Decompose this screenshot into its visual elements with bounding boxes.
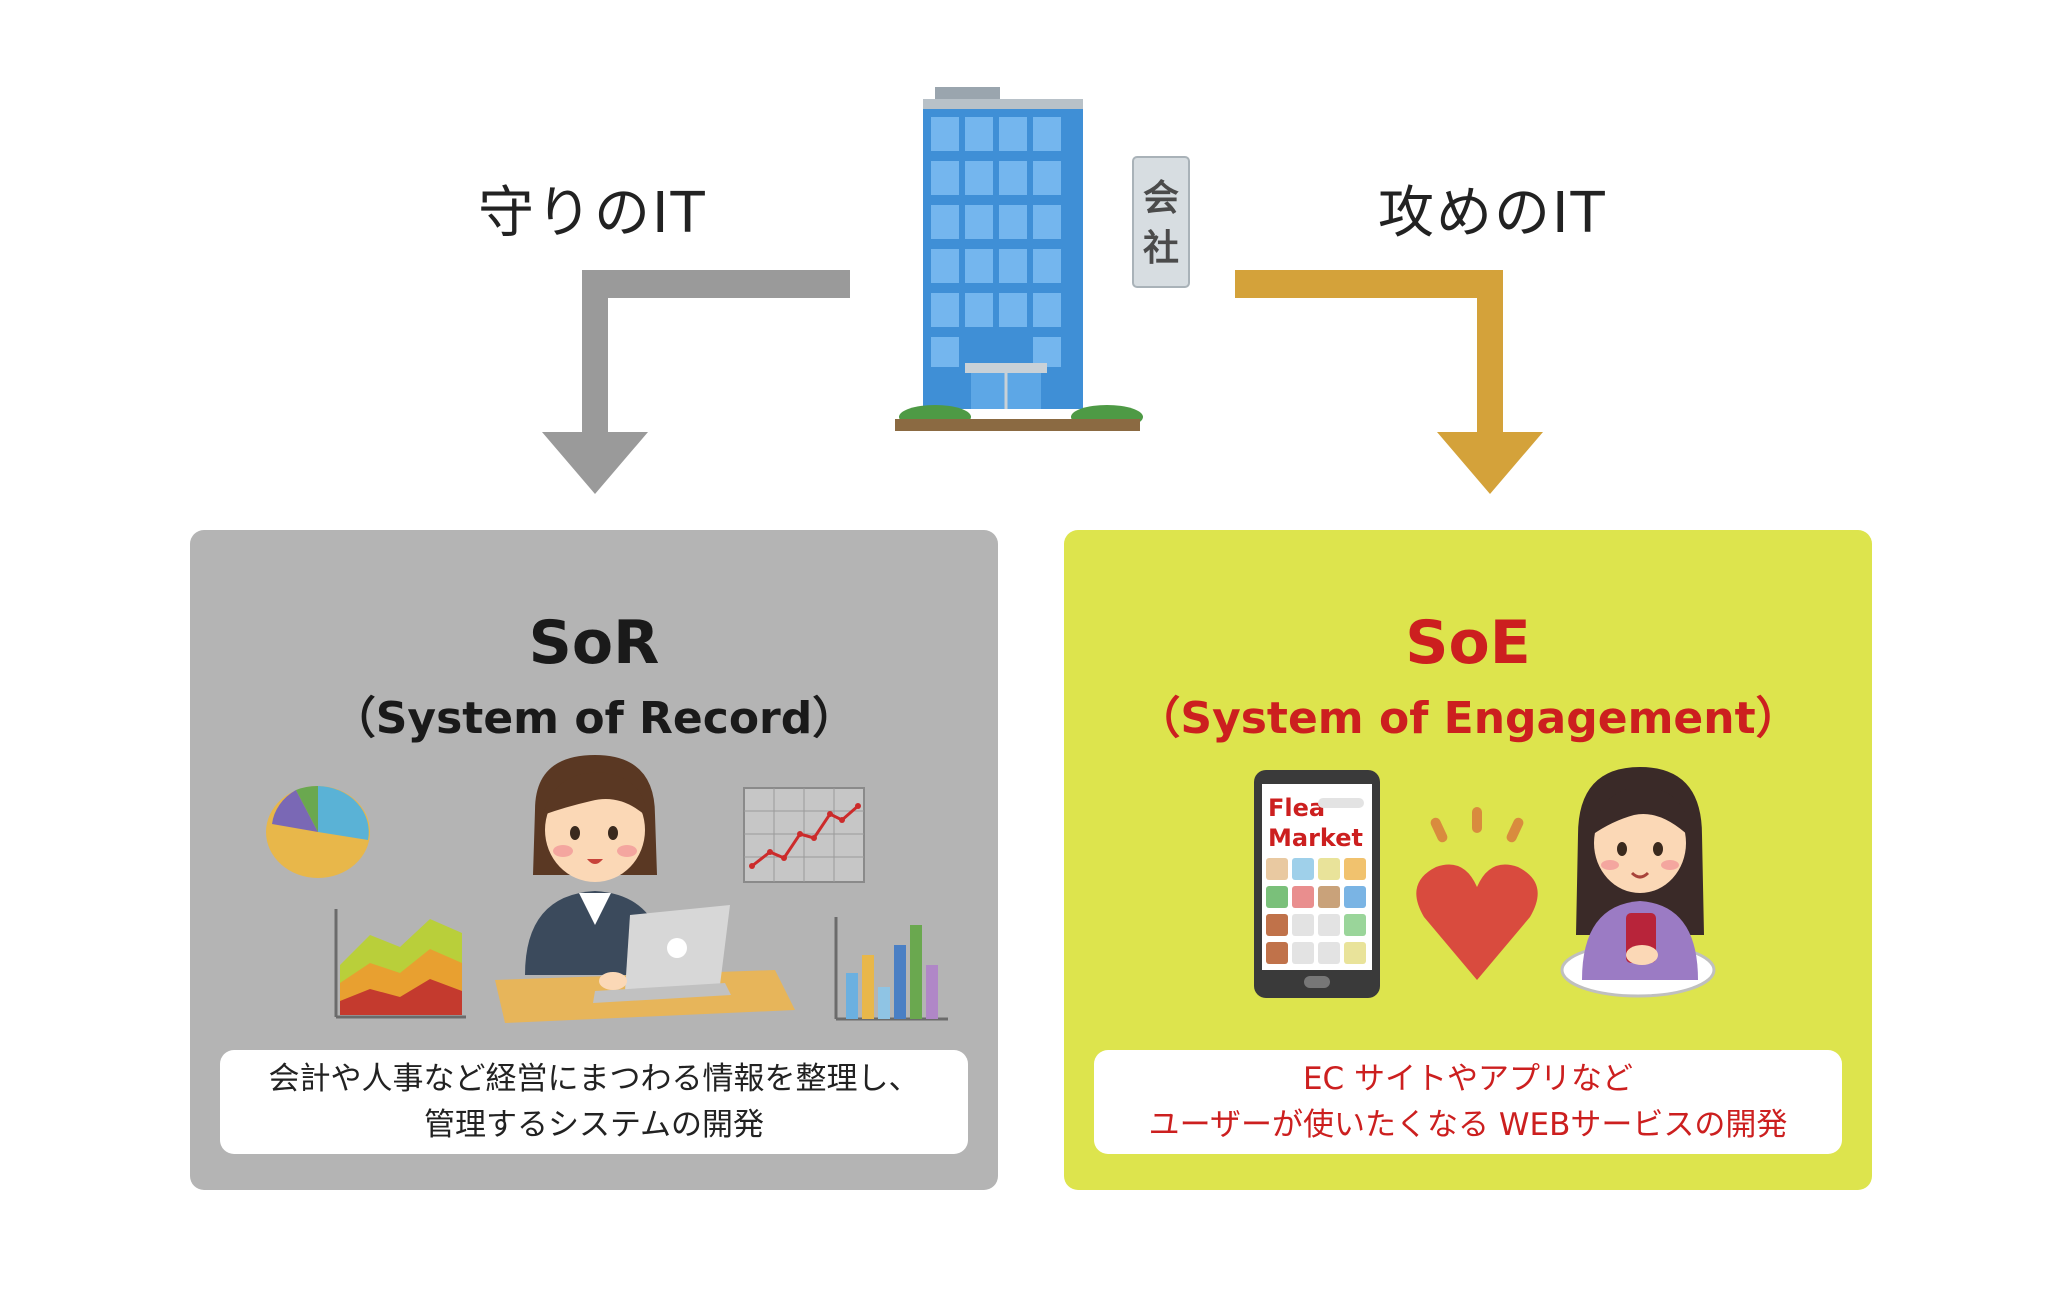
defensive-arrow xyxy=(542,270,850,494)
company-building-icon: 会 社 xyxy=(895,87,1190,431)
sor-caption-line-2: 管理するシステムの開発 xyxy=(423,1107,765,1143)
offensive-arrow xyxy=(1235,270,1543,494)
pie-chart-icon xyxy=(266,785,370,878)
office-worker-icon xyxy=(495,755,795,1023)
bar-chart-icon xyxy=(834,917,948,1021)
company-sign-char-2: 社 xyxy=(1143,228,1179,269)
soe-panel: SoE （System of Engagement） Flea Market xyxy=(1064,530,1872,1190)
sor-caption: 会計や人事など経営にまつわる情報を整理し、 管理するシステムの開発 xyxy=(220,1050,968,1154)
sor-caption-line-1: 会計や人事など経営にまつわる情報を整理し、 xyxy=(268,1061,920,1097)
soe-caption: EC サイトやアプリなど ユーザーが使いたくなる WEBサービスの開発 xyxy=(1094,1050,1842,1154)
soe-title: SoE xyxy=(1405,608,1531,678)
user-with-phone-icon xyxy=(1560,767,1716,998)
sor-subtitle: （System of Record） xyxy=(331,693,857,744)
phone-text-market: Market xyxy=(1268,824,1363,852)
company-sign-char-1: 会 xyxy=(1143,178,1179,219)
soe-caption-line-1: EC サイトやアプリなど xyxy=(1302,1061,1634,1097)
soe-subtitle: （System of Engagement） xyxy=(1136,693,1800,744)
area-chart-icon xyxy=(334,909,466,1019)
offensive-it-label: 攻めのIT xyxy=(1378,181,1607,246)
soe-caption-line-2: ユーザーが使いたくなる WEBサービスの開発 xyxy=(1148,1107,1788,1143)
line-chart-icon xyxy=(743,787,865,883)
sor-panel: SoR （System of Record） xyxy=(190,530,998,1190)
phone-text-flea: Flea xyxy=(1268,794,1325,822)
smartphone-flea-market-icon: Flea Market xyxy=(1254,770,1380,998)
defensive-it-label: 守りのIT xyxy=(478,181,707,246)
heart-icon xyxy=(1416,807,1538,980)
sor-title: SoR xyxy=(528,608,660,678)
